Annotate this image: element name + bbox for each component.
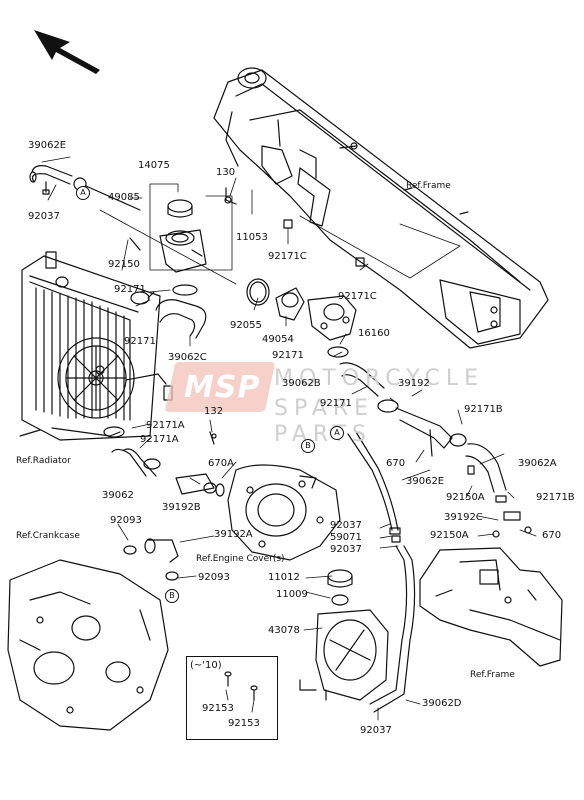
part-39062C[interactable]: 39062C [168, 352, 207, 363]
part-132[interactable]: 132 [204, 406, 224, 417]
frame-drawing [213, 67, 549, 349]
part-49085[interactable]: 49085 [108, 192, 140, 203]
pipe-39192A-drawing [123, 538, 179, 581]
part-39062D[interactable]: 39062D [422, 698, 462, 709]
part-92153-b[interactable]: 92153 [228, 718, 260, 729]
ref-frame-top: Ref.Frame [406, 181, 451, 191]
model-year-note-box [186, 656, 278, 740]
thermostat-housing-drawing [246, 278, 357, 341]
part-92171A-2[interactable]: 92171A [140, 434, 179, 445]
part-11012[interactable]: 11012 [268, 572, 300, 583]
part-92037-b[interactable]: 92037 [330, 544, 362, 555]
part-11009[interactable]: 11009 [276, 589, 308, 600]
hose-39062E-top-drawing [29, 165, 141, 211]
part-16160[interactable]: 16160 [358, 328, 390, 339]
part-39062[interactable]: 39062 [102, 490, 134, 501]
part-92171A-1[interactable]: 92171A [146, 420, 185, 431]
callout-a-top: A [76, 186, 90, 200]
part-92055[interactable]: 92055 [230, 320, 262, 331]
hose-39062B-drawing [327, 346, 507, 493]
part-92037-a[interactable]: 92037 [330, 520, 362, 531]
part-92150-top[interactable]: 92150 [108, 259, 140, 270]
part-670-b[interactable]: 670 [542, 530, 562, 541]
part-92171-mid[interactable]: 92171 [272, 350, 304, 361]
ref-frame-bottom: Ref.Frame [470, 670, 515, 680]
watermark-line2: SPARE PARTS [274, 396, 375, 447]
part-92093-top[interactable]: 92093 [110, 515, 142, 526]
orientation-arrow-icon [34, 30, 100, 74]
callout-b-bottom: B [165, 589, 179, 603]
part-39192C[interactable]: 39192C [444, 512, 483, 523]
part-670[interactable]: 670 [386, 458, 406, 469]
part-11053[interactable]: 11053 [236, 232, 268, 243]
part-92153-a[interactable]: 92153 [202, 703, 234, 714]
callout-a-mid: A [330, 426, 344, 440]
part-670A[interactable]: 670A [208, 458, 234, 469]
ref-engine-cover: Ref.Engine Cover(s) [196, 554, 285, 564]
watermark-line1: MOTORCYCLE [274, 366, 484, 391]
part-92037-top[interactable]: 92037 [28, 211, 60, 222]
callout-b-top: B [301, 439, 315, 453]
part-39192A[interactable]: 39192A [214, 529, 253, 540]
part-14075[interactable]: 14075 [138, 160, 170, 171]
hose-39062-drawing [103, 426, 225, 497]
part-39192[interactable]: 39192 [398, 378, 430, 389]
part-92171-left[interactable]: 92171 [114, 284, 146, 295]
reservoir-tank-drawing [299, 569, 389, 701]
part-92171-mid2[interactable]: 92171 [320, 398, 352, 409]
fasteners-drawing [211, 219, 532, 701]
part-92171B-2[interactable]: 92171B [536, 492, 575, 503]
ref-crankcase: Ref.Crankcase [16, 531, 80, 541]
crankcase-drawing [7, 559, 169, 731]
part-49054[interactable]: 49054 [262, 334, 294, 345]
hose-39062E-mid-drawing [347, 431, 416, 713]
part-92171C-2[interactable]: 92171C [338, 291, 377, 302]
part-59071[interactable]: 59071 [330, 532, 362, 543]
engine-cover-drawing [227, 464, 341, 561]
part-130[interactable]: 130 [216, 167, 236, 178]
part-92037-bottom[interactable]: 92037 [360, 725, 392, 736]
watermark-logo: MSP MOTORCYCLE SPARE PARTS [164, 356, 478, 447]
ref-radiator: Ref.Radiator [16, 456, 71, 466]
part-92150A-1[interactable]: 92150A [446, 492, 485, 503]
model-year-note-label: (~'10) [190, 660, 222, 671]
frame-bottom-drawing [419, 547, 563, 667]
radiator-drawing [19, 251, 173, 441]
part-43078[interactable]: 43078 [268, 625, 300, 636]
part-39062A[interactable]: 39062A [518, 458, 557, 469]
part-92150A-2[interactable]: 92150A [430, 530, 469, 541]
part-92171B-1[interactable]: 92171B [464, 404, 503, 415]
part-39062E-mid[interactable]: 39062E [406, 476, 445, 487]
watermark-title: MSP [184, 370, 261, 405]
part-92171-left2[interactable]: 92171 [124, 336, 156, 347]
part-92171C-1[interactable]: 92171C [268, 251, 307, 262]
filler-neck-drawing [129, 187, 237, 273]
part-92093-bottom[interactable]: 92093 [198, 572, 230, 583]
hose-39062C-drawing [130, 284, 207, 339]
part-39062B[interactable]: 39062B [282, 378, 321, 389]
part-39062E-top[interactable]: 39062E [28, 140, 67, 151]
part-39192B[interactable]: 39192B [162, 502, 201, 513]
